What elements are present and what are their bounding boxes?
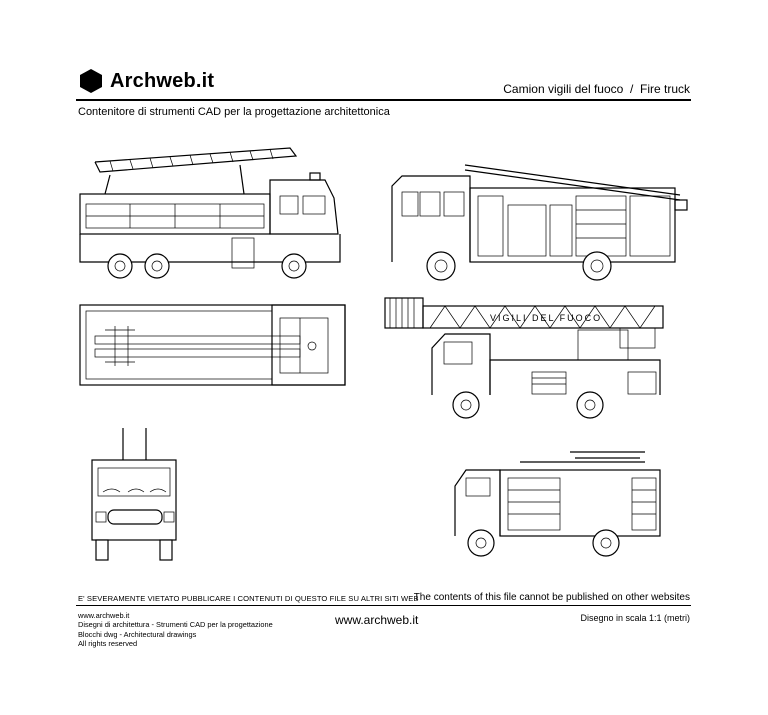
ladder-truck-side-view	[79, 147, 341, 279]
credit-line: Disegni di architettura - Strumenti CAD …	[78, 620, 273, 630]
small-tanker-side-view	[454, 451, 661, 557]
footer-site: www.archweb.it	[335, 613, 419, 627]
credit-line: All rights reserved	[78, 639, 138, 649]
truck-front-view	[91, 428, 177, 561]
header-rule	[76, 99, 691, 101]
brand-name: Archweb.it	[110, 70, 215, 92]
drawing-title: Camion vigili del fuoco / Fire truck	[503, 82, 690, 96]
header-subtitle: Contenitore di strumenti CAD per la prog…	[78, 106, 390, 118]
ladder-text: VIGILI DEL FUOCO	[490, 313, 602, 323]
credit-line: www.archweb.it	[78, 611, 130, 620]
tanker-truck-side-view	[391, 164, 688, 281]
warning-english: The contents of this file cannot be publ…	[413, 592, 690, 603]
credit-line: Blocchi dwg - Architectural drawings	[78, 629, 197, 639]
footer-credits: www.archweb.it Disegni di architettura -…	[78, 611, 273, 649]
aerial-ladder-side-view: VIGILI DEL FUOCO	[384, 297, 664, 419]
ladder-truck-top-view	[79, 304, 346, 386]
footer-scale: Disegno in scala 1:1 (metri)	[580, 613, 690, 623]
footer-rule	[76, 605, 691, 606]
hexagon-logo-icon	[80, 69, 102, 93]
warning-italian: E' SEVERAMENTE VIETATO PUBBLICARE I CONT…	[78, 594, 419, 603]
